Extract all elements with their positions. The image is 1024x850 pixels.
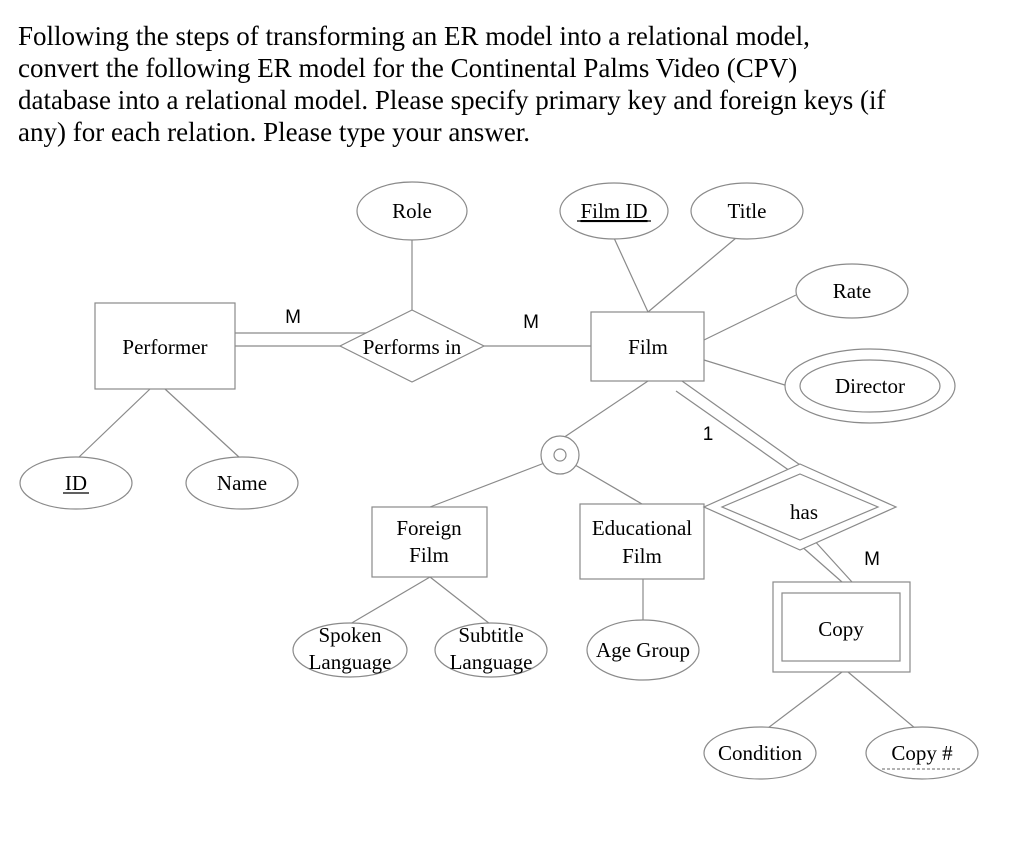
entity-educational-film: Educational Film bbox=[579, 503, 705, 580]
weak-entity-copy-label: Copy bbox=[818, 617, 864, 641]
question-line-2: convert the following ER model for the C… bbox=[18, 53, 798, 83]
subtype-foreign-line bbox=[429, 461, 548, 508]
attribute-subtitle-language-label-1: Subtitle bbox=[458, 623, 523, 647]
attribute-copy-number-label: Copy # bbox=[891, 741, 953, 765]
entity-foreign-film-label-2: Film bbox=[409, 543, 449, 567]
entity-performer-label: Performer bbox=[122, 335, 207, 359]
attribute-condition-label: Condition bbox=[718, 741, 803, 765]
cardinality-copy-m: M bbox=[864, 549, 880, 570]
has-copy-line-2 bbox=[811, 537, 853, 583]
film-subtype-line bbox=[559, 380, 649, 441]
relationship-performs-in-label: Performs in bbox=[363, 335, 462, 359]
cardinality-film-has-1: 1 bbox=[703, 424, 714, 445]
attribute-spoken-language-label-2: Language bbox=[309, 650, 392, 674]
attribute-film-id-label: Film ID bbox=[580, 199, 647, 223]
attribute-spoken-language-label-1: Spoken bbox=[319, 623, 383, 647]
attribute-name: Name bbox=[185, 456, 299, 510]
attribute-role: Role bbox=[356, 181, 468, 241]
identifying-relationship-has: has bbox=[702, 463, 898, 551]
attribute-age-group-label: Age Group bbox=[596, 638, 690, 662]
attribute-rate: Rate bbox=[795, 263, 909, 319]
entity-film: Film bbox=[590, 311, 705, 382]
has-copy-line-1 bbox=[799, 544, 843, 583]
film-has-line-2 bbox=[675, 390, 801, 479]
attribute-rate-label: Rate bbox=[833, 279, 871, 303]
weak-entity-copy: Copy bbox=[772, 581, 911, 673]
foreign-subtitle-line bbox=[429, 576, 491, 625]
entity-educational-film-label-1: Educational bbox=[592, 516, 692, 540]
question-line-1: Following the steps of transforming an E… bbox=[18, 21, 810, 51]
attribute-title: Title bbox=[690, 182, 804, 240]
director-film-line bbox=[703, 359, 789, 387]
name-performer-line bbox=[164, 388, 241, 459]
relationship-performs-in: Performs in bbox=[338, 309, 486, 383]
question-line-4: any) for each relation. Please type your… bbox=[18, 117, 531, 147]
attribute-role-label: Role bbox=[392, 199, 432, 223]
filmid-film-line bbox=[613, 237, 649, 313]
foreign-spoken-line bbox=[349, 576, 431, 625]
cardinality-performer-m: M bbox=[285, 307, 301, 328]
copy-condition-line bbox=[759, 671, 843, 735]
attribute-subtitle-language-label-2: Language bbox=[450, 650, 533, 674]
entity-performer: Performer bbox=[94, 302, 236, 390]
copy-copyno-line bbox=[847, 671, 923, 735]
attribute-id-label: ID bbox=[65, 471, 87, 495]
subtype-educational-line bbox=[569, 461, 643, 505]
subtype-circle bbox=[540, 435, 580, 475]
entity-educational-film-label-2: Film bbox=[622, 544, 662, 568]
attribute-name-label: Name bbox=[217, 471, 267, 495]
attribute-title-label: Title bbox=[728, 199, 767, 223]
entity-foreign-film-label-1: Foreign bbox=[396, 516, 462, 540]
attribute-condition: Condition bbox=[703, 726, 817, 780]
attribute-director-label: Director bbox=[835, 374, 905, 398]
attribute-film-id: Film ID bbox=[559, 182, 669, 240]
rate-film-line bbox=[703, 294, 797, 341]
connector-lines bbox=[77, 237, 923, 735]
film-has-line-1 bbox=[681, 380, 811, 473]
question-text: Following the steps of transforming an E… bbox=[18, 20, 1008, 148]
question-line-3: database into a relational model. Please… bbox=[18, 85, 886, 115]
attribute-spoken-language: Spoken Language bbox=[292, 622, 408, 678]
attribute-subtitle-language: Subtitle Language bbox=[434, 622, 548, 678]
title-film-line bbox=[647, 237, 737, 313]
attribute-id: ID bbox=[19, 456, 133, 510]
relationship-has-label: has bbox=[790, 500, 818, 524]
entity-foreign-film: Foreign Film bbox=[371, 506, 488, 578]
entity-film-label: Film bbox=[628, 335, 668, 359]
attribute-copy-number: Copy # bbox=[865, 726, 979, 780]
attribute-director: Director bbox=[784, 348, 956, 424]
attribute-age-group: Age Group bbox=[586, 619, 700, 681]
cardinality-film-m: M bbox=[523, 312, 539, 333]
id-performer-line bbox=[77, 388, 151, 459]
